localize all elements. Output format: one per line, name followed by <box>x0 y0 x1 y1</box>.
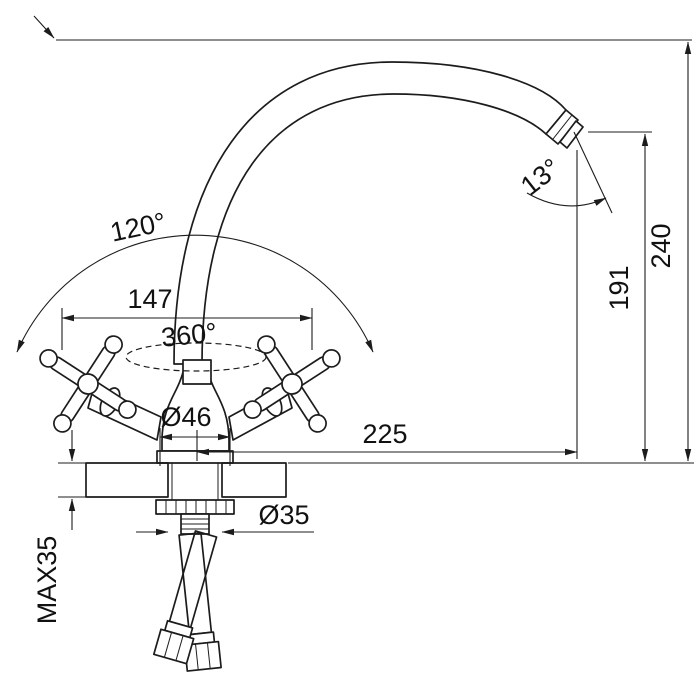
base-flange <box>156 450 234 464</box>
dim-base-diameter: Ø46 <box>159 402 231 466</box>
faucet <box>39 61 584 672</box>
dim-hole-diameter-label: Ø35 <box>258 500 309 530</box>
dim-outlet-height-label: 191 <box>604 265 634 310</box>
dim-spout-tilt-label: 13° <box>515 153 566 202</box>
dim-outlet-height: 191 <box>588 131 652 462</box>
spout-nozzle <box>545 109 584 149</box>
faucet-spout <box>173 61 567 365</box>
hose-right <box>152 530 218 665</box>
dim-max-thickness: MAX35 <box>32 430 88 624</box>
countertop <box>85 462 287 498</box>
mounting-shank <box>155 463 235 535</box>
dim-handle-width: 147 <box>61 284 313 350</box>
dim-handle-swing-label: 120° <box>108 207 169 248</box>
dim-spout-rotation-label: 360° <box>160 317 219 353</box>
spout-collar <box>182 359 212 385</box>
dim-base-diameter-label: Ø46 <box>160 402 211 432</box>
dim-max-thickness-label: MAX35 <box>32 536 62 625</box>
dimension-annotations: 240 191 225 147 120° 360° <box>16 15 694 624</box>
dim-total-height: 240 <box>646 41 692 462</box>
dim-handle-width-label: 147 <box>127 284 172 314</box>
dim-hole-diameter: Ø35 <box>136 500 314 536</box>
dim-spout-reach-label: 225 <box>362 419 407 449</box>
top-leader-arrow <box>33 15 55 39</box>
handle-left <box>39 335 137 433</box>
supply-hoses <box>152 530 222 672</box>
hose-left <box>178 532 222 672</box>
dim-total-height-label: 240 <box>646 223 676 268</box>
